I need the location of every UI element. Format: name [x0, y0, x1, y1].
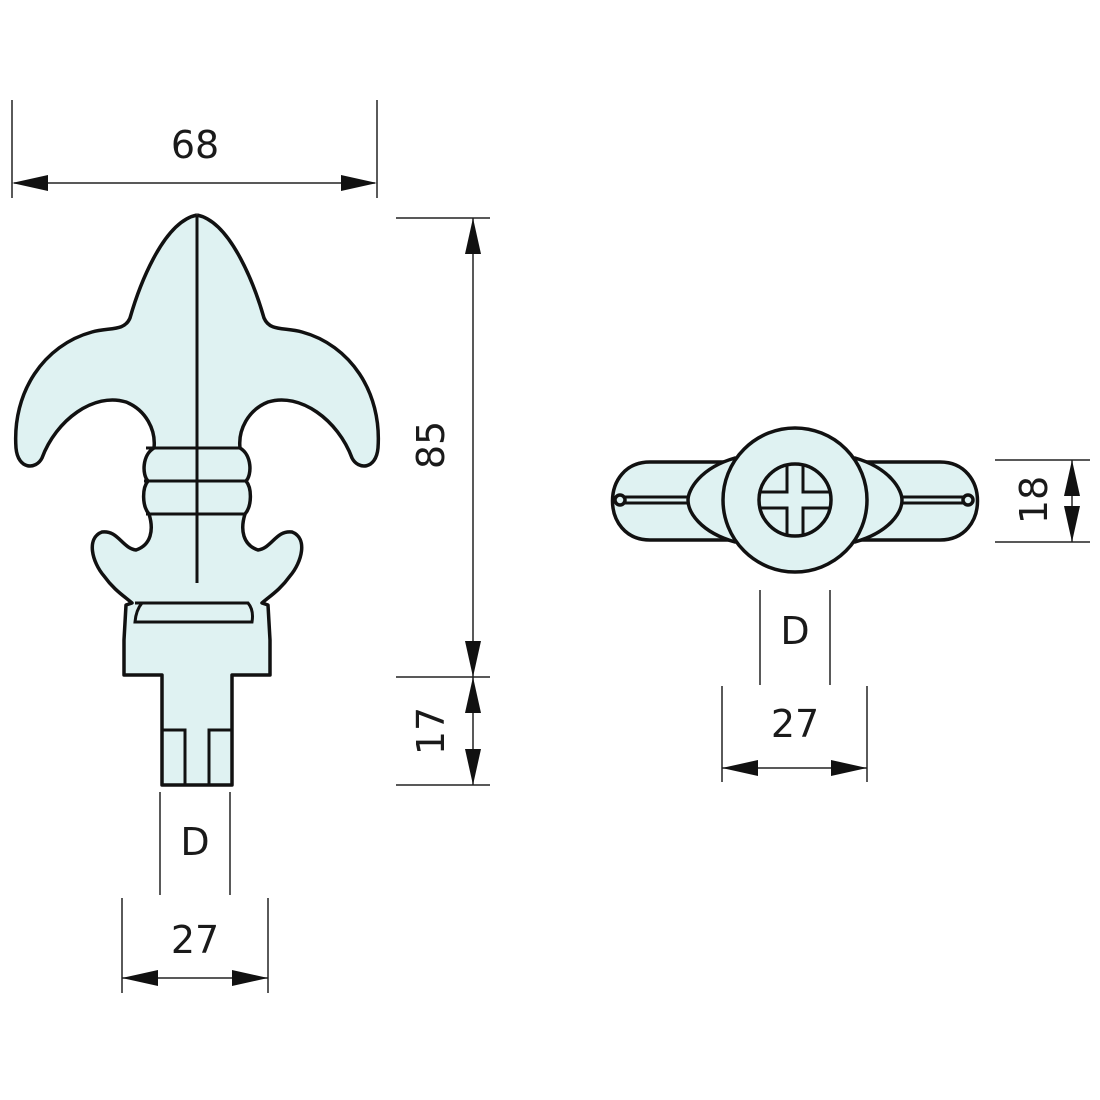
stem-height-label: 17 [409, 707, 453, 755]
dimension-height-85: 85 17 [396, 217, 490, 786]
right-lens [853, 456, 904, 544]
cross-slot-icon [760, 465, 830, 535]
collar-plate [133, 601, 254, 624]
dimension-top-base: D 27 [721, 590, 868, 782]
width-label: 68 [171, 123, 219, 167]
dimension-thickness-18: 18 [995, 459, 1090, 543]
stem-diameter-label: D [180, 820, 209, 864]
front-view-finial [13, 213, 381, 787]
height-label: 85 [409, 421, 453, 469]
stem-slots [163, 728, 231, 785]
top-view-finial [610, 426, 980, 574]
dimension-front-base: D 27 [121, 792, 269, 993]
base-width-label: 27 [171, 918, 219, 962]
screw-head [757, 462, 833, 538]
top-diameter-label: D [780, 609, 809, 653]
dimension-width-68: 68 [11, 100, 378, 198]
finial-right-half [195, 213, 381, 787]
top-width-label: 27 [771, 702, 819, 746]
left-lens [686, 456, 737, 544]
thickness-label: 18 [1012, 476, 1056, 524]
arrowhead [341, 175, 377, 191]
arrowhead [12, 175, 48, 191]
finial-left-half [13, 213, 199, 787]
